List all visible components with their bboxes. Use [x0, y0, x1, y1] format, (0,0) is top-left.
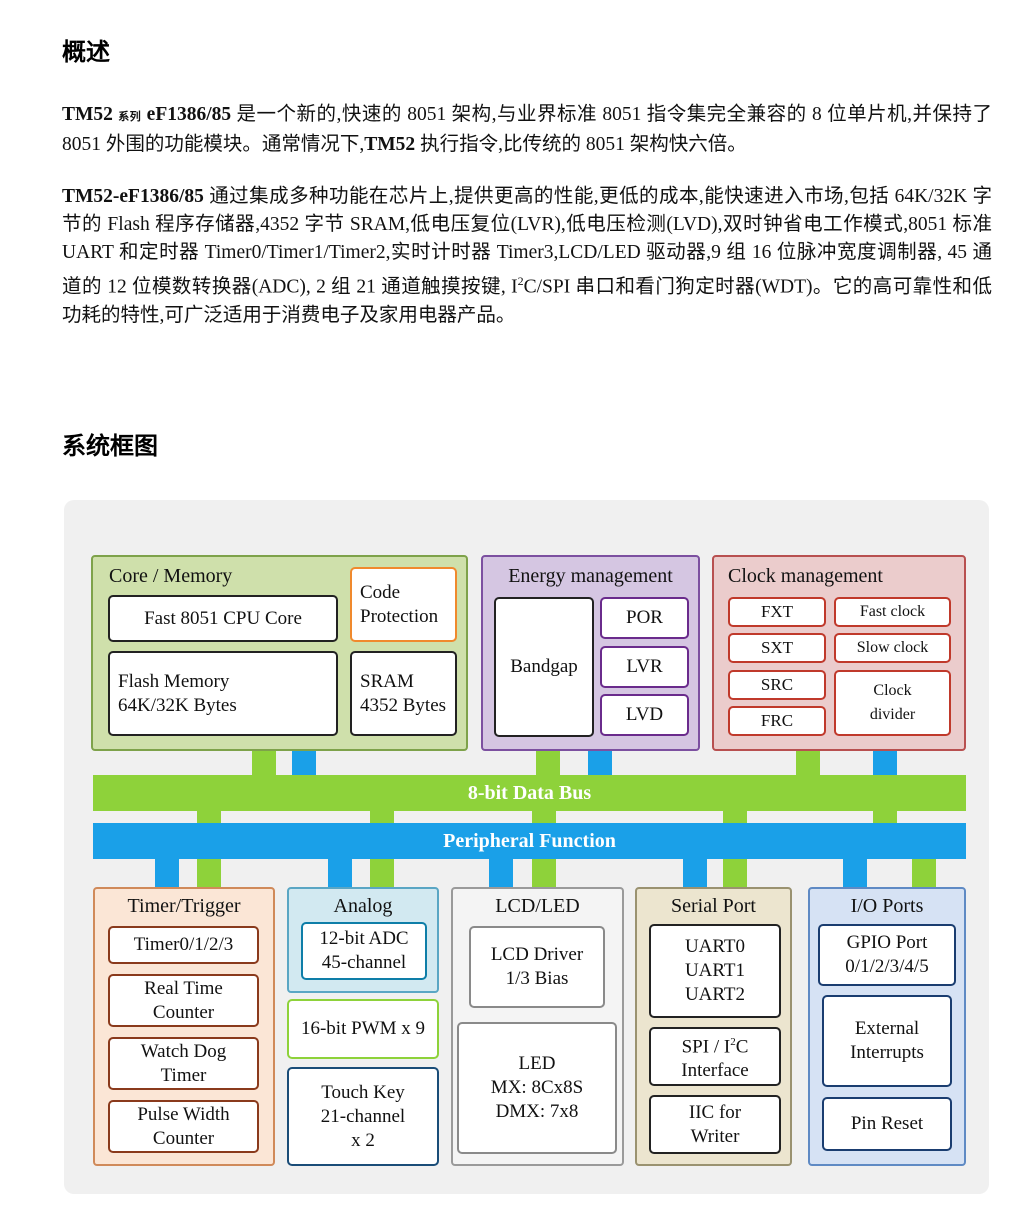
connector	[370, 859, 394, 887]
slow-clock-box: Slow clock	[834, 633, 951, 663]
peripheral-bus: Peripheral Function	[93, 823, 966, 859]
connector	[370, 811, 394, 823]
connector	[873, 811, 897, 823]
fast-clock-box: Fast clock	[834, 597, 951, 627]
paragraph-text: C/SPI 串口和看门狗定时器(WDT)。它的高可靠性和低功耗的特性,可广泛适用…	[62, 276, 992, 326]
connector	[723, 811, 747, 823]
sxt-box: SXT	[728, 633, 826, 663]
paragraph-text: 是一个新的,快速的 8051 架构,与业界标准 8051 指令集完全兼容的 8 …	[62, 104, 993, 155]
por-box: POR	[600, 597, 689, 639]
bandgap-box: Bandgap	[494, 597, 594, 737]
fxt-box: FXT	[728, 597, 826, 627]
connector	[532, 811, 556, 823]
connector	[532, 859, 556, 887]
connector	[843, 859, 867, 887]
lvd-box: LVD	[600, 694, 689, 736]
timer0123-box: Timer0/1/2/3	[108, 926, 259, 964]
section-title-block-diagram: 系统框图	[62, 432, 158, 460]
block-title: Core / Memory	[109, 565, 233, 587]
block-title: Analog	[333, 895, 393, 917]
connector	[536, 751, 560, 775]
frc-box: FRC	[728, 706, 826, 736]
connector	[588, 751, 612, 775]
overview-paragraph-1: TM52 系列 eF1386/85 是一个新的,快速的 8051 架构,与业界标…	[62, 101, 992, 159]
block-title: Serial Port	[671, 895, 756, 917]
block-title: Clock management	[728, 565, 883, 587]
connector	[796, 751, 820, 775]
section-title-overview: 概述	[62, 38, 110, 66]
src-box: SRC	[728, 670, 826, 700]
pin-reset-box: Pin Reset	[822, 1097, 952, 1151]
brand-text: TM52	[364, 134, 416, 155]
connector	[328, 859, 352, 887]
model-text: TM52-eF1386/85	[62, 186, 204, 207]
block-title: Energy management	[508, 565, 673, 587]
connector	[873, 751, 897, 775]
brand-text: TM52	[62, 104, 113, 125]
connector	[912, 859, 936, 887]
pwm-box: 16-bit PWM x 9	[287, 999, 439, 1059]
connector	[252, 751, 276, 775]
paragraph-text: 通过集成多种功能在芯片上,提供更高的性能,更低的成本,能快速进入市场,包括 64…	[62, 186, 992, 298]
block-title: LCD/LED	[495, 895, 580, 917]
connector	[292, 751, 316, 775]
data-bus: 8-bit Data Bus	[93, 775, 966, 811]
block-title: Timer/Trigger	[127, 895, 241, 917]
overview-paragraph-2: TM52-eF1386/85 通过集成多种功能在芯片上,提供更高的性能,更低的成…	[62, 183, 992, 330]
connector	[723, 859, 747, 887]
connector	[197, 811, 221, 823]
connector	[197, 859, 221, 887]
series-text: 系列	[118, 111, 142, 123]
connector	[489, 859, 513, 887]
connector	[155, 859, 179, 887]
block-title: I/O Ports	[850, 895, 924, 917]
superscript: 2	[517, 274, 524, 288]
lvr-box: LVR	[600, 646, 689, 688]
model-text: eF1386/85	[146, 104, 232, 125]
cpu-core-box: Fast 8051 CPU Core	[108, 595, 338, 642]
paragraph-text: 执行指令,比传统的 8051 架构快六倍。	[415, 134, 747, 155]
connector	[683, 859, 707, 887]
